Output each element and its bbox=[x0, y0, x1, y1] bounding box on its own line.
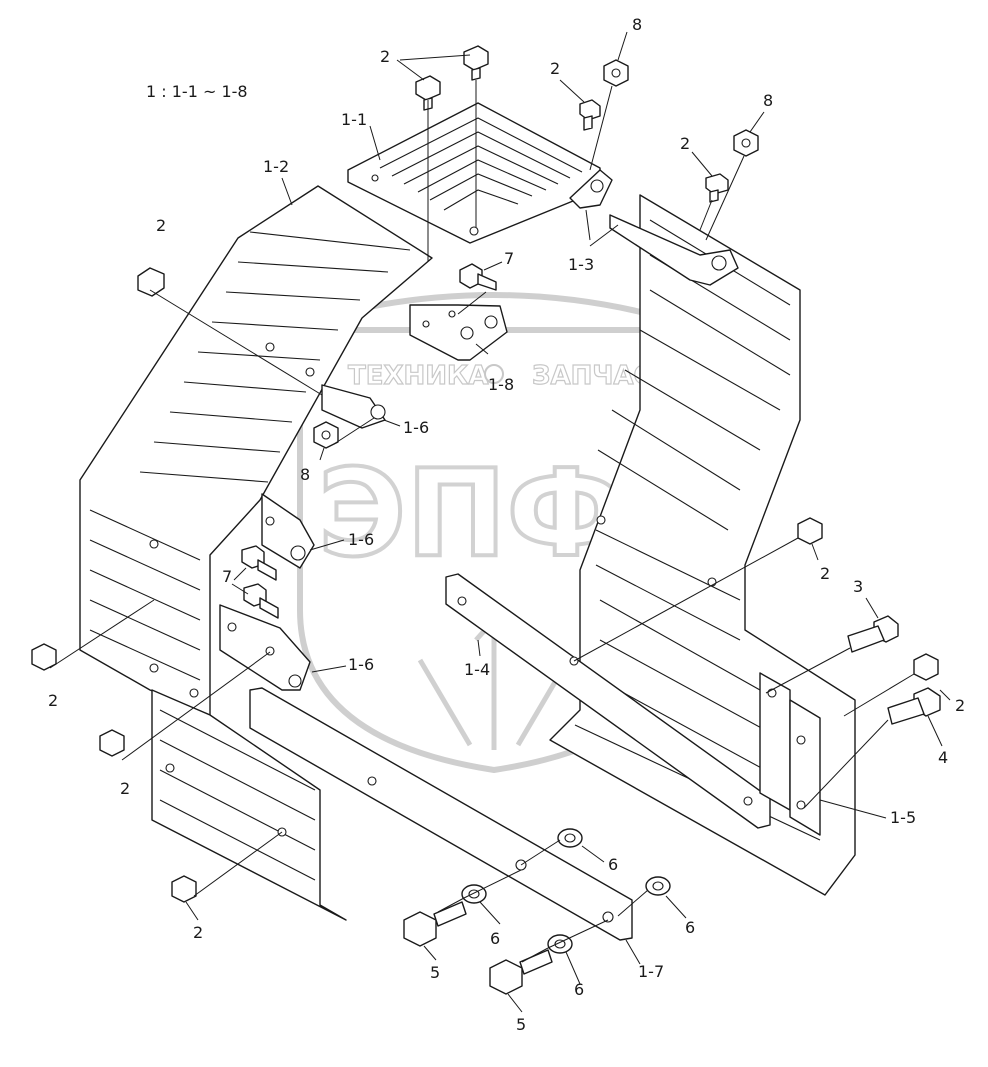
bolt-2-right-low bbox=[913, 653, 939, 681]
callout-8-top: 8 bbox=[632, 15, 642, 34]
callout-2-right-top: 2 bbox=[680, 134, 690, 153]
callout-6-d: 6 bbox=[574, 980, 584, 999]
washer-6-d bbox=[547, 934, 573, 954]
callout-7-mid: 7 bbox=[222, 567, 232, 586]
callout-4: 4 bbox=[938, 748, 948, 767]
callout-6-c: 6 bbox=[685, 918, 695, 937]
part-1-2-lower-grille bbox=[151, 689, 347, 921]
callout-1-3: 1-3 bbox=[568, 255, 594, 274]
watermark-left-word: ТЕХНИКА bbox=[348, 361, 488, 391]
scale-note: 1 : 1-1 ~ 1-8 bbox=[146, 82, 248, 101]
bolt-2-right-mid bbox=[797, 517, 823, 545]
washer-6-a bbox=[557, 828, 583, 848]
part-1-6-bracket-top bbox=[321, 384, 386, 429]
callout-labels: 2 8 2 8 2 1-1 1-2 2 7 1-3 1-8 1-6 8 1-6 … bbox=[48, 15, 965, 1034]
part-1-7-strip bbox=[249, 687, 633, 941]
part-1-6-bracket-low bbox=[219, 604, 311, 691]
callout-6-a: 6 bbox=[608, 855, 618, 874]
callout-2-low-left: 2 bbox=[120, 779, 130, 798]
bolt-2-top-right bbox=[463, 45, 489, 81]
bolt-7-top bbox=[459, 263, 497, 291]
callout-2-right-mid: 2 bbox=[820, 564, 830, 583]
bolt-2-left bbox=[137, 267, 165, 297]
callout-1-5: 1-5 bbox=[890, 808, 916, 827]
bolt-3 bbox=[847, 615, 899, 653]
bolt-4 bbox=[887, 687, 941, 725]
part-1-1-top-grille bbox=[347, 102, 601, 244]
bolt-2-top-left bbox=[415, 75, 441, 111]
bolt-2-topmid bbox=[579, 99, 601, 131]
callout-1-2: 1-2 bbox=[263, 157, 289, 176]
bolt-2-right-top bbox=[705, 173, 729, 203]
callout-6-b: 6 bbox=[490, 929, 500, 948]
callout-1-1: 1-1 bbox=[341, 110, 367, 129]
bolt-2-low-left bbox=[99, 729, 125, 757]
callout-2-topmid: 2 bbox=[550, 59, 560, 78]
callout-7-top: 7 bbox=[504, 249, 514, 268]
callout-1-4: 1-4 bbox=[464, 660, 490, 679]
callout-1-6-low: 1-6 bbox=[348, 655, 374, 674]
callout-1-6-mid: 1-6 bbox=[348, 530, 374, 549]
washer-6-b bbox=[461, 884, 487, 904]
part-1-3-hinge-right bbox=[609, 214, 739, 286]
callout-8-right: 8 bbox=[763, 91, 773, 110]
part-1-5-bracket bbox=[759, 672, 821, 836]
callout-2-right-low: 2 bbox=[955, 696, 965, 715]
callout-2-bottom: 2 bbox=[193, 923, 203, 942]
watermark-logo: ЭПФ bbox=[318, 445, 626, 584]
washer-6-c bbox=[645, 876, 671, 896]
callout-1-6-top: 1-6 bbox=[403, 418, 429, 437]
callout-8-left: 8 bbox=[300, 465, 310, 484]
callout-1-7: 1-7 bbox=[638, 962, 664, 981]
watermark: ТЕХНИКА ЗАПЧАСТИ ЭПФ bbox=[279, 292, 706, 774]
callout-5-b: 5 bbox=[516, 1015, 526, 1034]
part-1-3-hinge-left bbox=[569, 169, 613, 209]
leader-lines bbox=[49, 31, 951, 1013]
callout-2-left: 2 bbox=[156, 216, 166, 235]
part-1-6-bracket-mid bbox=[261, 493, 315, 569]
part-1-8-bracket bbox=[409, 304, 508, 361]
nut-8-top bbox=[603, 59, 629, 87]
callout-5-a: 5 bbox=[430, 963, 440, 982]
nut-8-left bbox=[313, 421, 339, 449]
bolt-7-mid bbox=[241, 545, 279, 619]
callout-2-far-left: 2 bbox=[48, 691, 58, 710]
bolt-5-b bbox=[489, 949, 553, 995]
bolt-2-bottom bbox=[171, 875, 197, 903]
watermark-gear-icon bbox=[484, 364, 504, 384]
callout-2-top: 2 bbox=[380, 47, 390, 66]
callout-3: 3 bbox=[853, 577, 863, 596]
bolt-5-a bbox=[403, 901, 467, 947]
nut-8-right bbox=[733, 129, 759, 157]
callout-1-8: 1-8 bbox=[488, 375, 514, 394]
